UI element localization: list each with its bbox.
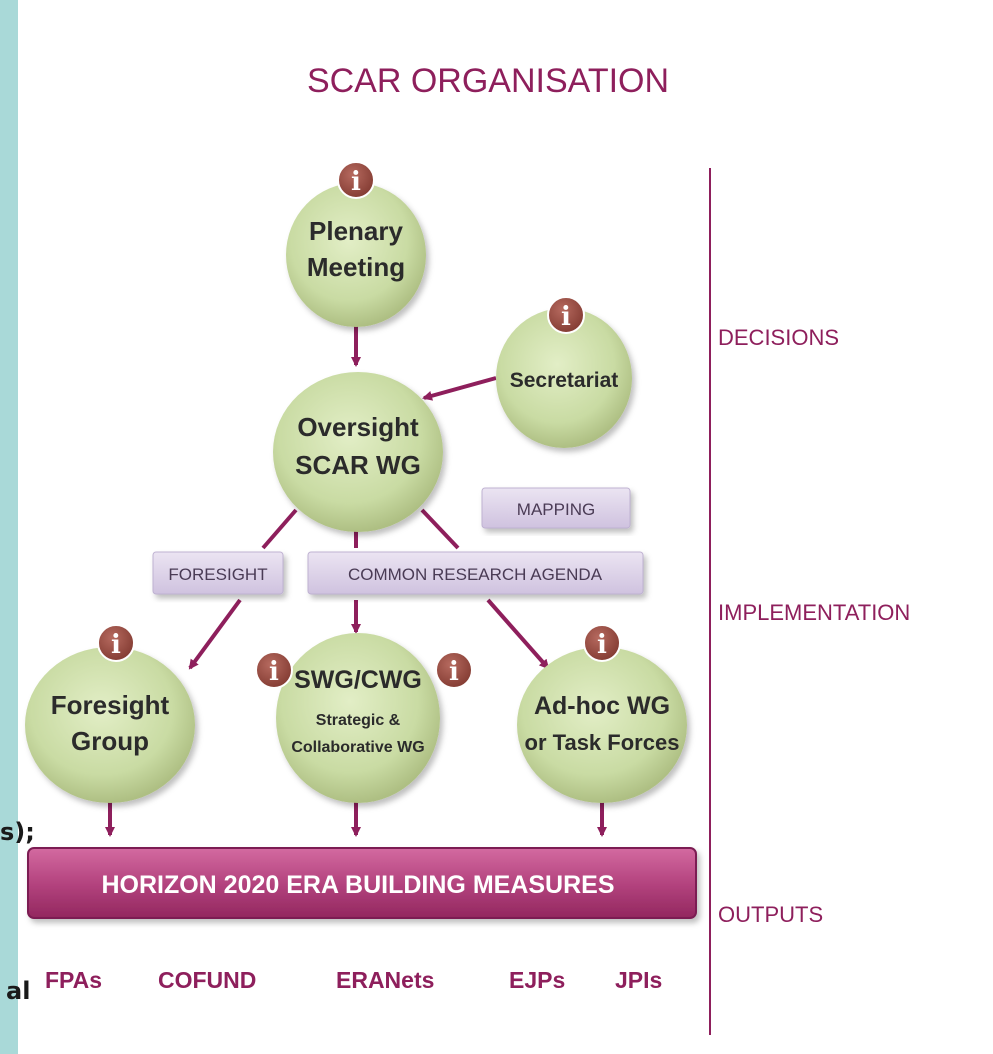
node-plenary-meeting: Plenary Meeting bbox=[286, 183, 426, 327]
arrow-foresight-group bbox=[188, 598, 242, 670]
adhoc-line-1: Ad-hoc WG bbox=[534, 692, 670, 720]
foresight-label: FORESIGHT bbox=[168, 565, 267, 584]
swg-cwg-line-3: Collaborative WG bbox=[291, 739, 424, 756]
diagram-canvas: SCAR ORGANISATION DECISIONS IMPLEMENTATI… bbox=[18, 0, 993, 1054]
svg-text:i: i bbox=[351, 167, 361, 197]
svg-text:i: i bbox=[269, 657, 279, 687]
arrow-cra-adhoc bbox=[486, 598, 550, 670]
output-fpas: FPAs bbox=[45, 967, 102, 993]
label-implementation: IMPLEMENTATION bbox=[718, 600, 910, 625]
info-icon[interactable]: i bbox=[435, 651, 473, 689]
svg-text:i: i bbox=[561, 302, 571, 332]
output-cofund: COFUND bbox=[158, 967, 256, 993]
node-swg-cwg: SWG/CWG Strategic & Collaborative WG bbox=[276, 633, 440, 803]
node-foresight-group: Foresight Group bbox=[25, 647, 195, 803]
info-icon[interactable]: i bbox=[547, 296, 585, 334]
mapping-label: MAPPING bbox=[517, 500, 595, 519]
adhoc-line-2: or Task Forces bbox=[525, 730, 680, 755]
swg-cwg-line-2: Strategic & bbox=[316, 712, 401, 729]
svg-text:i: i bbox=[449, 657, 459, 687]
common-research-agenda-label: COMMON RESEARCH AGENDA bbox=[348, 565, 603, 584]
foresight-box: FORESIGHT bbox=[152, 551, 284, 595]
oversight-line-1: Oversight bbox=[297, 412, 419, 442]
svg-text:i: i bbox=[597, 630, 607, 660]
arrow-secretariat-oversight bbox=[422, 376, 497, 401]
connector-oversight-foresight bbox=[261, 508, 298, 550]
label-decisions: DECISIONS bbox=[718, 325, 839, 350]
svg-text:i: i bbox=[111, 630, 121, 660]
clipped-text-fragment: al bbox=[6, 977, 31, 1005]
org-diagram: SCAR ORGANISATION DECISIONS IMPLEMENTATI… bbox=[25, 62, 910, 1035]
info-icon[interactable]: i bbox=[97, 624, 135, 662]
label-outputs: OUTPUTS bbox=[718, 902, 823, 927]
common-research-agenda-box: COMMON RESEARCH AGENDA bbox=[307, 551, 644, 595]
swg-cwg-line-1: SWG/CWG bbox=[294, 666, 422, 694]
info-icon[interactable]: i bbox=[255, 651, 293, 689]
info-icon[interactable]: i bbox=[337, 161, 375, 199]
info-icon[interactable]: i bbox=[583, 624, 621, 662]
node-oversight-scar-wg: Oversight SCAR WG bbox=[273, 372, 443, 532]
secretariat-line-1: Secretariat bbox=[510, 369, 619, 392]
mapping-box: MAPPING bbox=[481, 487, 631, 529]
output-ejps: EJPs bbox=[509, 967, 565, 993]
diagram-title: SCAR ORGANISATION bbox=[307, 62, 669, 100]
node-adhoc-wg: Ad-hoc WG or Task Forces bbox=[517, 647, 687, 803]
plenary-line-2: Meeting bbox=[307, 252, 405, 282]
connector-oversight-mapping bbox=[420, 508, 460, 550]
clipped-text-fragment: s); bbox=[0, 818, 35, 846]
foresight-group-line-2: Group bbox=[71, 726, 149, 756]
output-eranets: ERANets bbox=[336, 967, 434, 993]
era-measures-label: HORIZON 2020 ERA BUILDING MEASURES bbox=[101, 871, 614, 899]
foresight-group-line-1: Foresight bbox=[51, 690, 170, 720]
plenary-line-1: Plenary bbox=[309, 216, 403, 246]
node-secretariat: Secretariat bbox=[496, 308, 632, 448]
output-jpis: JPIs bbox=[615, 967, 662, 993]
oversight-line-2: SCAR WG bbox=[295, 450, 421, 480]
era-measures-bar: HORIZON 2020 ERA BUILDING MEASURES bbox=[27, 847, 697, 919]
